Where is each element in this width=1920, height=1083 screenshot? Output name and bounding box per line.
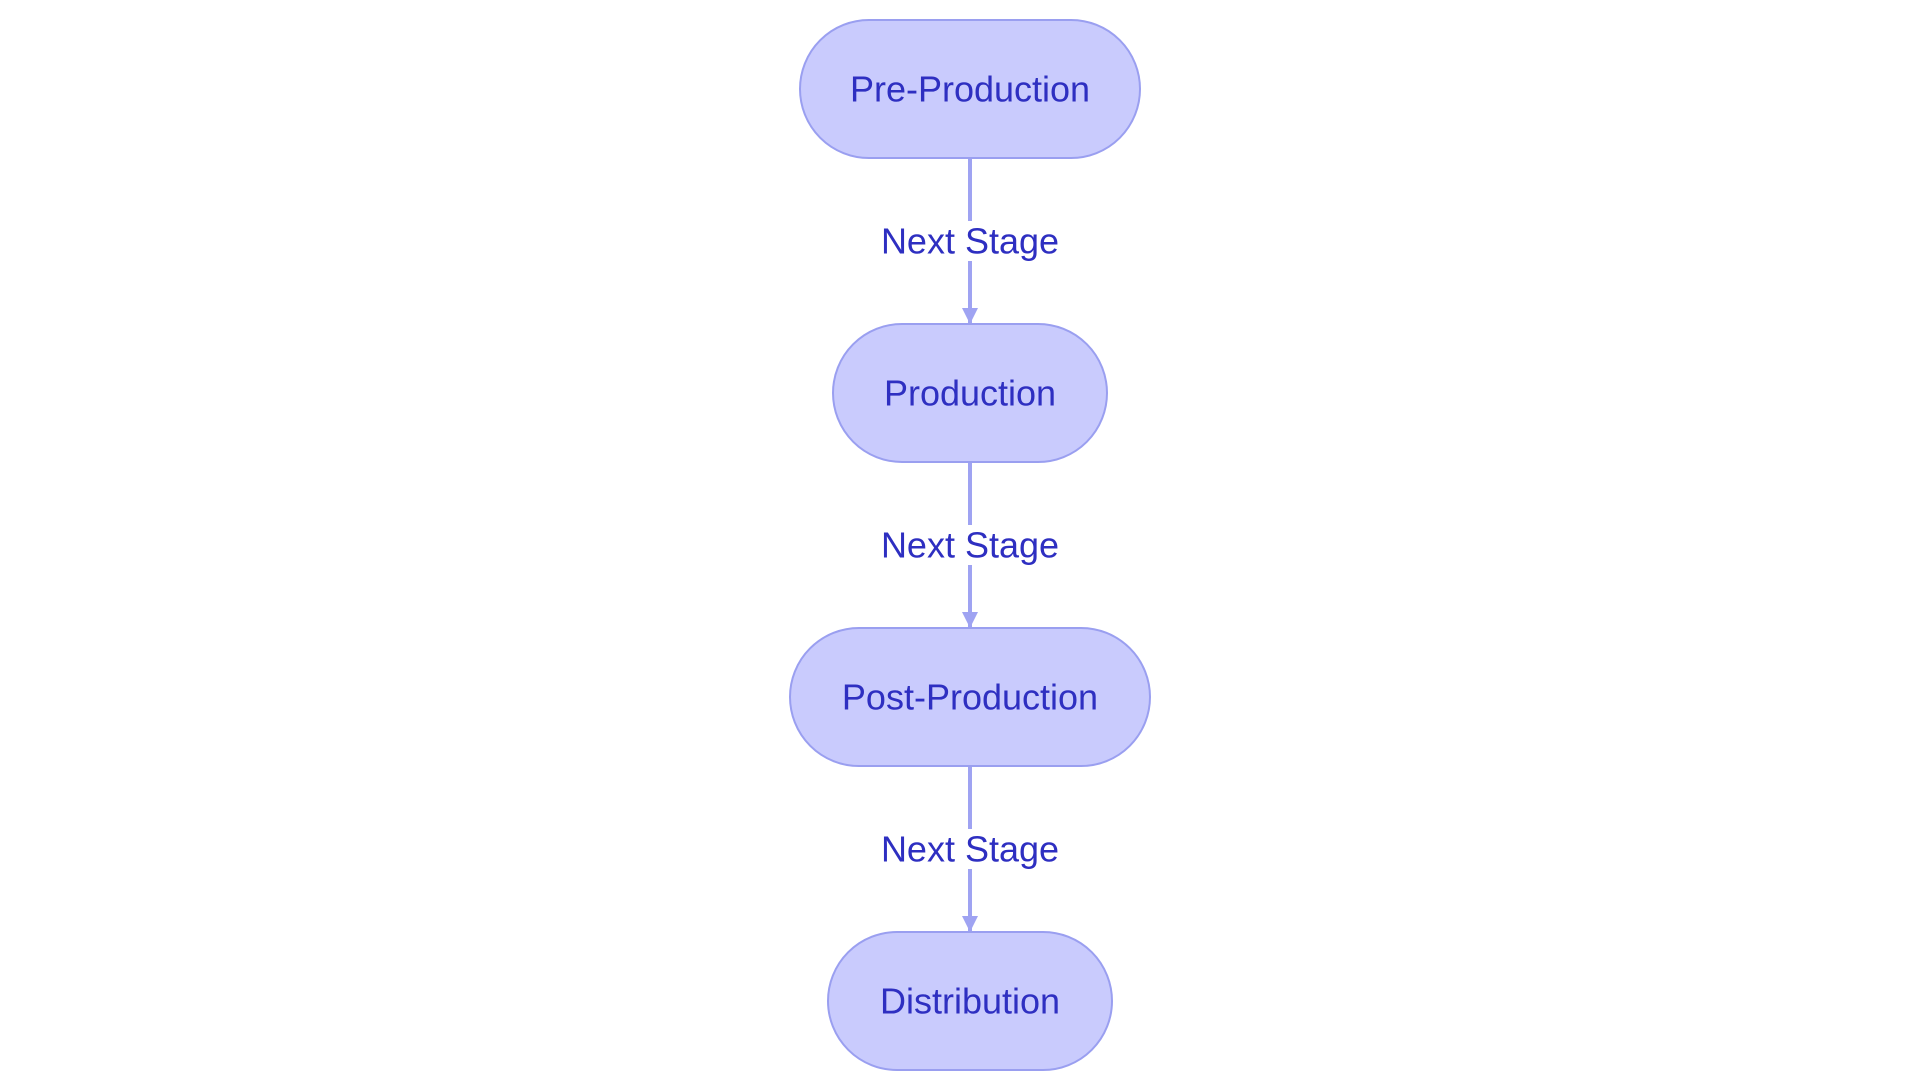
node-label-post-production: Post-Production [842, 677, 1098, 718]
edge-label: Next Stage [881, 221, 1059, 262]
nodes-layer: Pre-ProductionProductionPost-ProductionD… [789, 19, 1151, 1071]
edge-post-production-to-distribution: Next Stage [875, 766, 1065, 932]
node-shape-production [832, 323, 1108, 463]
node-shape-distribution [827, 931, 1113, 1071]
node-label-pre-production: Pre-Production [850, 69, 1090, 110]
edge-label-background [875, 829, 1065, 869]
edge-label-background [875, 221, 1065, 261]
node-label-production: Production [884, 373, 1056, 414]
edge-production-to-post-production: Next Stage [875, 462, 1065, 628]
node-post-production: Post-Production [789, 627, 1151, 767]
edge-label: Next Stage [881, 525, 1059, 566]
edge-pre-production-to-production: Next Stage [875, 158, 1065, 324]
node-shape-post-production [789, 627, 1151, 767]
node-production: Production [832, 323, 1108, 463]
node-distribution: Distribution [827, 931, 1113, 1071]
edge-label: Next Stage [881, 829, 1059, 870]
edge-label-background [875, 525, 1065, 565]
node-pre-production: Pre-Production [799, 19, 1141, 159]
node-label-distribution: Distribution [880, 981, 1060, 1022]
node-shape-pre-production [799, 19, 1141, 159]
